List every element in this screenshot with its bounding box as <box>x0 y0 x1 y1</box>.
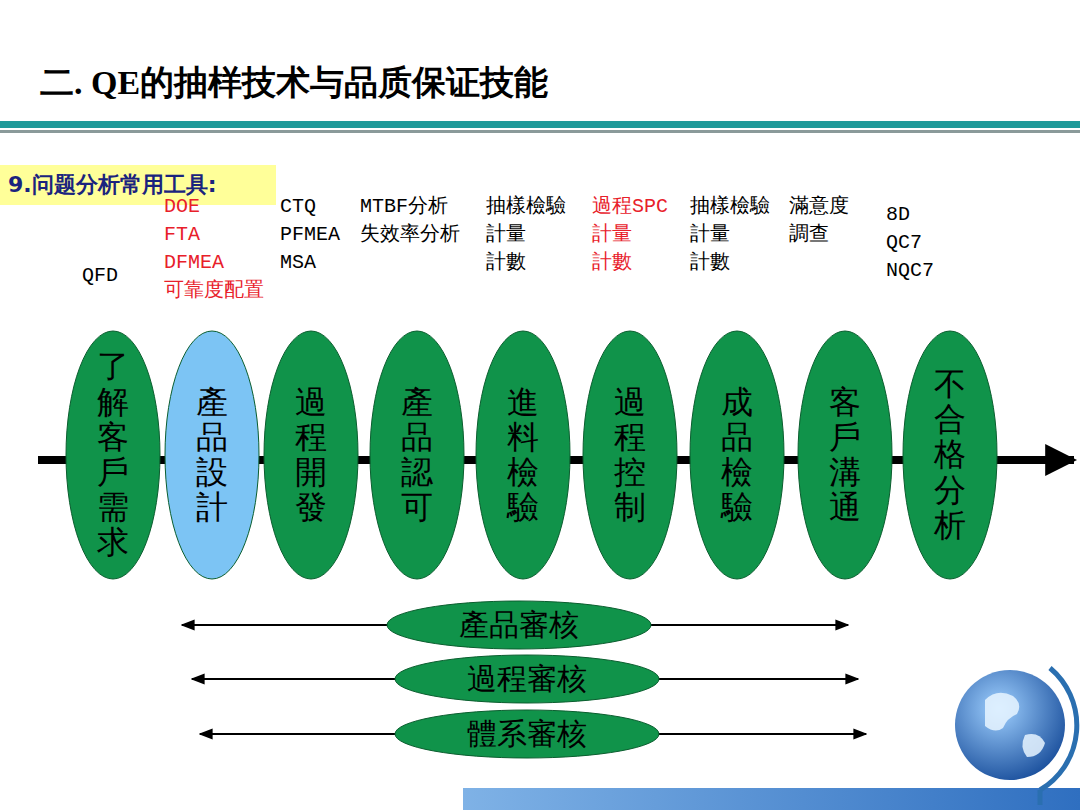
ellipse-shape <box>165 331 259 579</box>
tool-label: 滿意度 調查 <box>789 193 853 249</box>
tool-label: 計量 <box>690 221 730 249</box>
tool-label: MSA <box>280 249 316 277</box>
tool-label: 計數 <box>592 249 632 277</box>
ellipse-shape <box>583 331 677 579</box>
ellipse-shape <box>903 331 997 579</box>
ellipse-shape <box>66 331 160 579</box>
process-ellipse: 了解客戶需求 <box>65 330 161 580</box>
process-ellipse: 進料檢驗 <box>475 330 571 580</box>
ellipse-shape <box>370 331 464 579</box>
node-label: 進料檢驗 <box>507 385 539 526</box>
globe-icon <box>955 668 1077 805</box>
node-label: 過程控制 <box>614 385 646 526</box>
tool-label: 過程SPC <box>592 193 668 221</box>
tool-label: 可靠度配置 <box>164 277 264 305</box>
tool-label: 失效率分析 <box>360 221 460 249</box>
header-rule <box>0 121 1080 128</box>
tool-label: 8D <box>886 201 910 229</box>
section-heading-box: 9.问题分析常用工具: <box>0 165 276 205</box>
tool-label: 計數 <box>486 249 526 277</box>
process-ellipse: 過程控制 <box>582 330 678 580</box>
tool-label: 抽樣檢驗 <box>690 193 770 221</box>
process-ellipse: 產品認可 <box>369 330 465 580</box>
node-label: 客戶溝通 <box>829 385 861 526</box>
ellipse-shape <box>395 710 659 758</box>
process-ellipse: 不合格分析 <box>902 330 998 580</box>
tool-label: NQC7 <box>886 257 934 285</box>
tool-label: DFMEA <box>164 249 224 277</box>
tool-label: 計數 <box>690 249 730 277</box>
tool-label: 抽樣檢驗 <box>486 193 566 221</box>
process-ellipse: 成品檢驗 <box>689 330 785 580</box>
process-ellipse: 過程審核 <box>394 654 660 704</box>
process-ellipse: 體系審核 <box>394 709 660 759</box>
tool-label: PFMEA <box>280 221 340 249</box>
tool-label: FTA <box>164 221 200 249</box>
tool-label: CTQ <box>280 193 316 221</box>
process-ellipse: 產品審核 <box>386 600 652 650</box>
ellipse-shape <box>387 601 651 649</box>
footer-band <box>463 788 1080 810</box>
node-label: 產品設計 <box>196 385 228 526</box>
ellipse-shape <box>476 331 570 579</box>
ellipse-shape <box>395 655 659 703</box>
tool-label: 計量 <box>592 221 632 249</box>
node-label: 產品認可 <box>401 385 433 526</box>
tool-label: DOE <box>164 193 200 221</box>
tool-label: QFD <box>82 262 118 290</box>
ellipse-shape <box>264 331 358 579</box>
node-label: 產品審核 <box>459 605 579 646</box>
process-ellipse: 客戶溝通 <box>797 330 893 580</box>
process-ellipse: 產品設計 <box>164 330 260 580</box>
ellipse-shape <box>690 331 784 579</box>
ellipse-shape <box>798 331 892 579</box>
node-label: 體系審核 <box>467 714 587 755</box>
node-label: 過程審核 <box>467 659 587 700</box>
process-ellipse: 過程開發 <box>263 330 359 580</box>
tool-label: MTBF分析 <box>360 193 448 221</box>
tool-label: QC7 <box>886 229 922 257</box>
node-label: 了解客戶需求 <box>97 349 129 560</box>
node-label: 過程開發 <box>295 385 327 526</box>
node-label: 成品檢驗 <box>721 385 753 526</box>
tool-label: 計量 <box>486 221 526 249</box>
header-rule <box>0 130 1080 133</box>
node-label: 不合格分析 <box>934 367 966 543</box>
slide-title: 二. QE的抽样技术与品质保证技能 <box>40 60 548 106</box>
